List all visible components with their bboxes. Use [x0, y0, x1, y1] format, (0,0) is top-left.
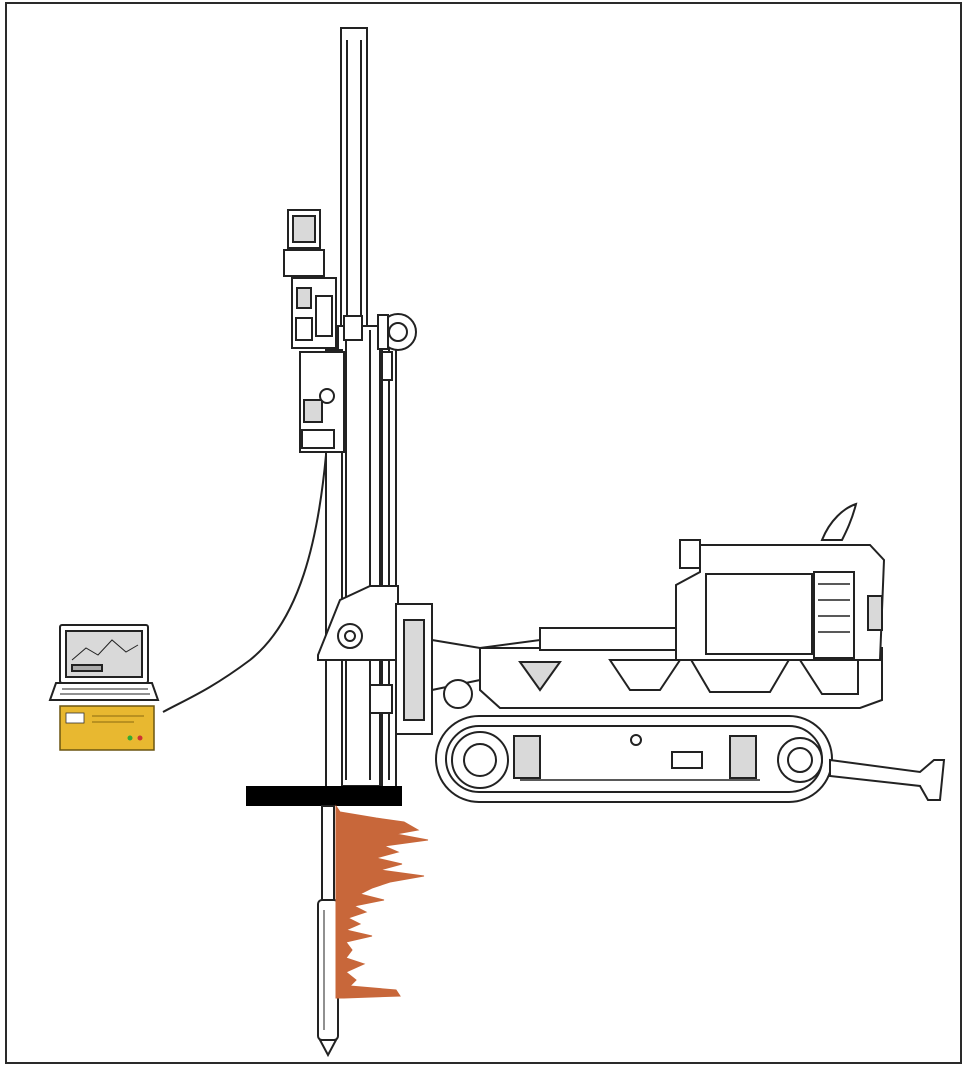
figure-frame	[5, 2, 962, 1064]
cable-icon	[162, 454, 327, 713]
laptop-icon	[48, 624, 160, 701]
data-logger-box-icon	[59, 705, 155, 751]
depth-profile-icon	[335, 804, 429, 999]
probe-rod-icon	[317, 805, 339, 1058]
crawler-drill-rig-icon	[317, 502, 946, 803]
rotary-head-icon	[283, 209, 417, 453]
base-plate-icon	[246, 786, 402, 806]
